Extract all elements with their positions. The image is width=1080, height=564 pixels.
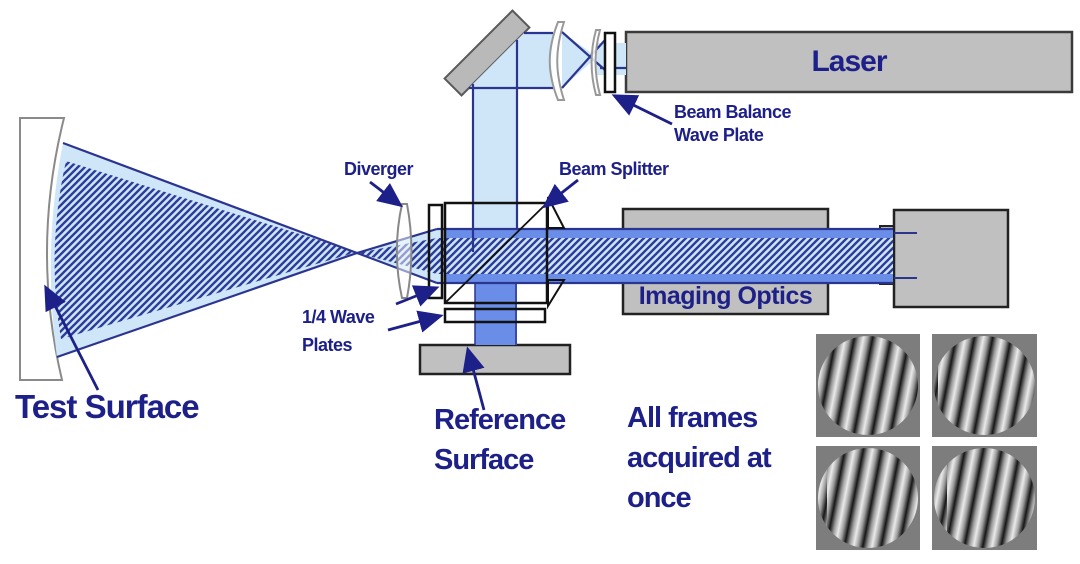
beam-band-top-stripe [445,230,893,238]
reference-surface-base [418,343,572,376]
interferogram-frame-3 [816,446,920,550]
imaging-optics-label: Imaging Optics [638,282,813,310]
quarter-wave-plate-horizontal [443,307,547,324]
beam-splitter-diagonal [445,203,547,303]
beam-balance-arrow [611,94,673,126]
beam-splitter-prism-bottom [547,279,566,310]
beam-splitter-cube [443,201,549,305]
fold-mirror [443,9,531,97]
beam-splitter-prism-top [547,196,566,229]
diverger-lens [395,203,413,299]
laser-label: Laser [811,45,887,78]
diverger-label: Diverger [344,159,414,179]
beam-band-bottom-stripe [445,274,893,282]
test-surface-mirror [19,117,66,381]
interferogram-frame-4 [932,446,1037,550]
beam-band-hatch [437,238,893,274]
beam-fold-horizontal [469,33,553,88]
annotation-arrows [44,94,673,411]
beam-balance-wave-plate-label: Beam Balance Wave Plate [674,102,792,145]
beam-outlines [56,31,917,359]
beam-converging-cone [562,32,597,88]
qwp-arrow-lower [387,310,444,333]
camera-body [892,208,1010,309]
fringe-pattern [934,336,1035,435]
fringe-pattern [818,336,918,435]
beam-reference-vertical [475,282,517,345]
diverger-arrow [369,180,403,208]
test-surface-arrow [44,284,100,391]
beam-splitter-label: Beam Splitter [559,159,669,179]
beam-splitter-arrow [542,178,579,209]
beam-balance-wave-plate [603,31,617,94]
caption-label: All frames acquired at once [627,402,772,514]
interferogram-frame-2 [932,334,1037,437]
fringe-pattern [818,448,918,548]
beam-vertical-light [473,40,517,255]
qwp-arrow-upper [395,285,440,307]
reference-surface-label: Reference Surface [434,404,566,476]
test-beam-cone-hatch [54,161,358,339]
interferogram-frame-1 [816,334,920,437]
test-surface-label: Test Surface [15,388,200,425]
collimating-lens [548,21,566,101]
fringe-pattern [934,448,1035,548]
reference-surface-arrow [462,346,486,411]
quarter-wave-plates-label: 1/4 Wave Plates [302,307,375,355]
laser-lens [590,29,602,96]
